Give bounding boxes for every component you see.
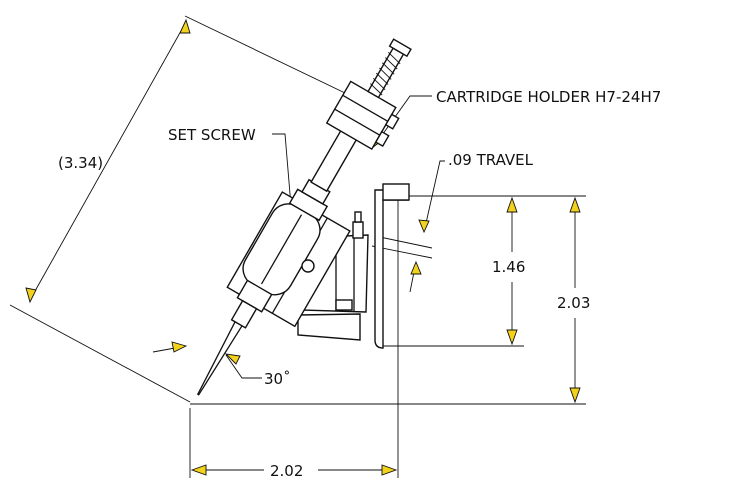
arrow-travel-bottom xyxy=(410,260,422,275)
arrow-146-bottom xyxy=(506,329,518,346)
mounting-bracket xyxy=(374,183,410,349)
label-diagonal-dim: (3.34) xyxy=(58,154,103,172)
arrow-angle-left xyxy=(171,341,188,353)
label-width: 2.02 xyxy=(270,462,303,480)
arrow-travel-top xyxy=(418,219,430,234)
arrow-diag-bottom xyxy=(25,287,37,304)
label-set-screw: SET SCREW xyxy=(168,126,256,144)
label-angle: 30˚ xyxy=(264,370,291,388)
label-height-outer: 2.03 xyxy=(557,294,590,312)
tool-assembly xyxy=(196,38,412,396)
set-screw-head xyxy=(301,259,315,273)
label-travel: .09 TRAVEL xyxy=(448,151,534,169)
arrow-202-right xyxy=(381,464,398,476)
arrow-angle-right xyxy=(224,353,241,365)
label-cartridge-holder: CARTRIDGE HOLDER H7-24H7 xyxy=(436,88,661,106)
label-height-inner: 1.46 xyxy=(492,258,525,276)
arrow-146-top xyxy=(506,196,518,213)
arrow-diag-top xyxy=(179,18,191,34)
arrow-202-left xyxy=(190,464,207,476)
arrow-203-top xyxy=(569,196,581,213)
arrow-203-bottom xyxy=(569,387,581,404)
